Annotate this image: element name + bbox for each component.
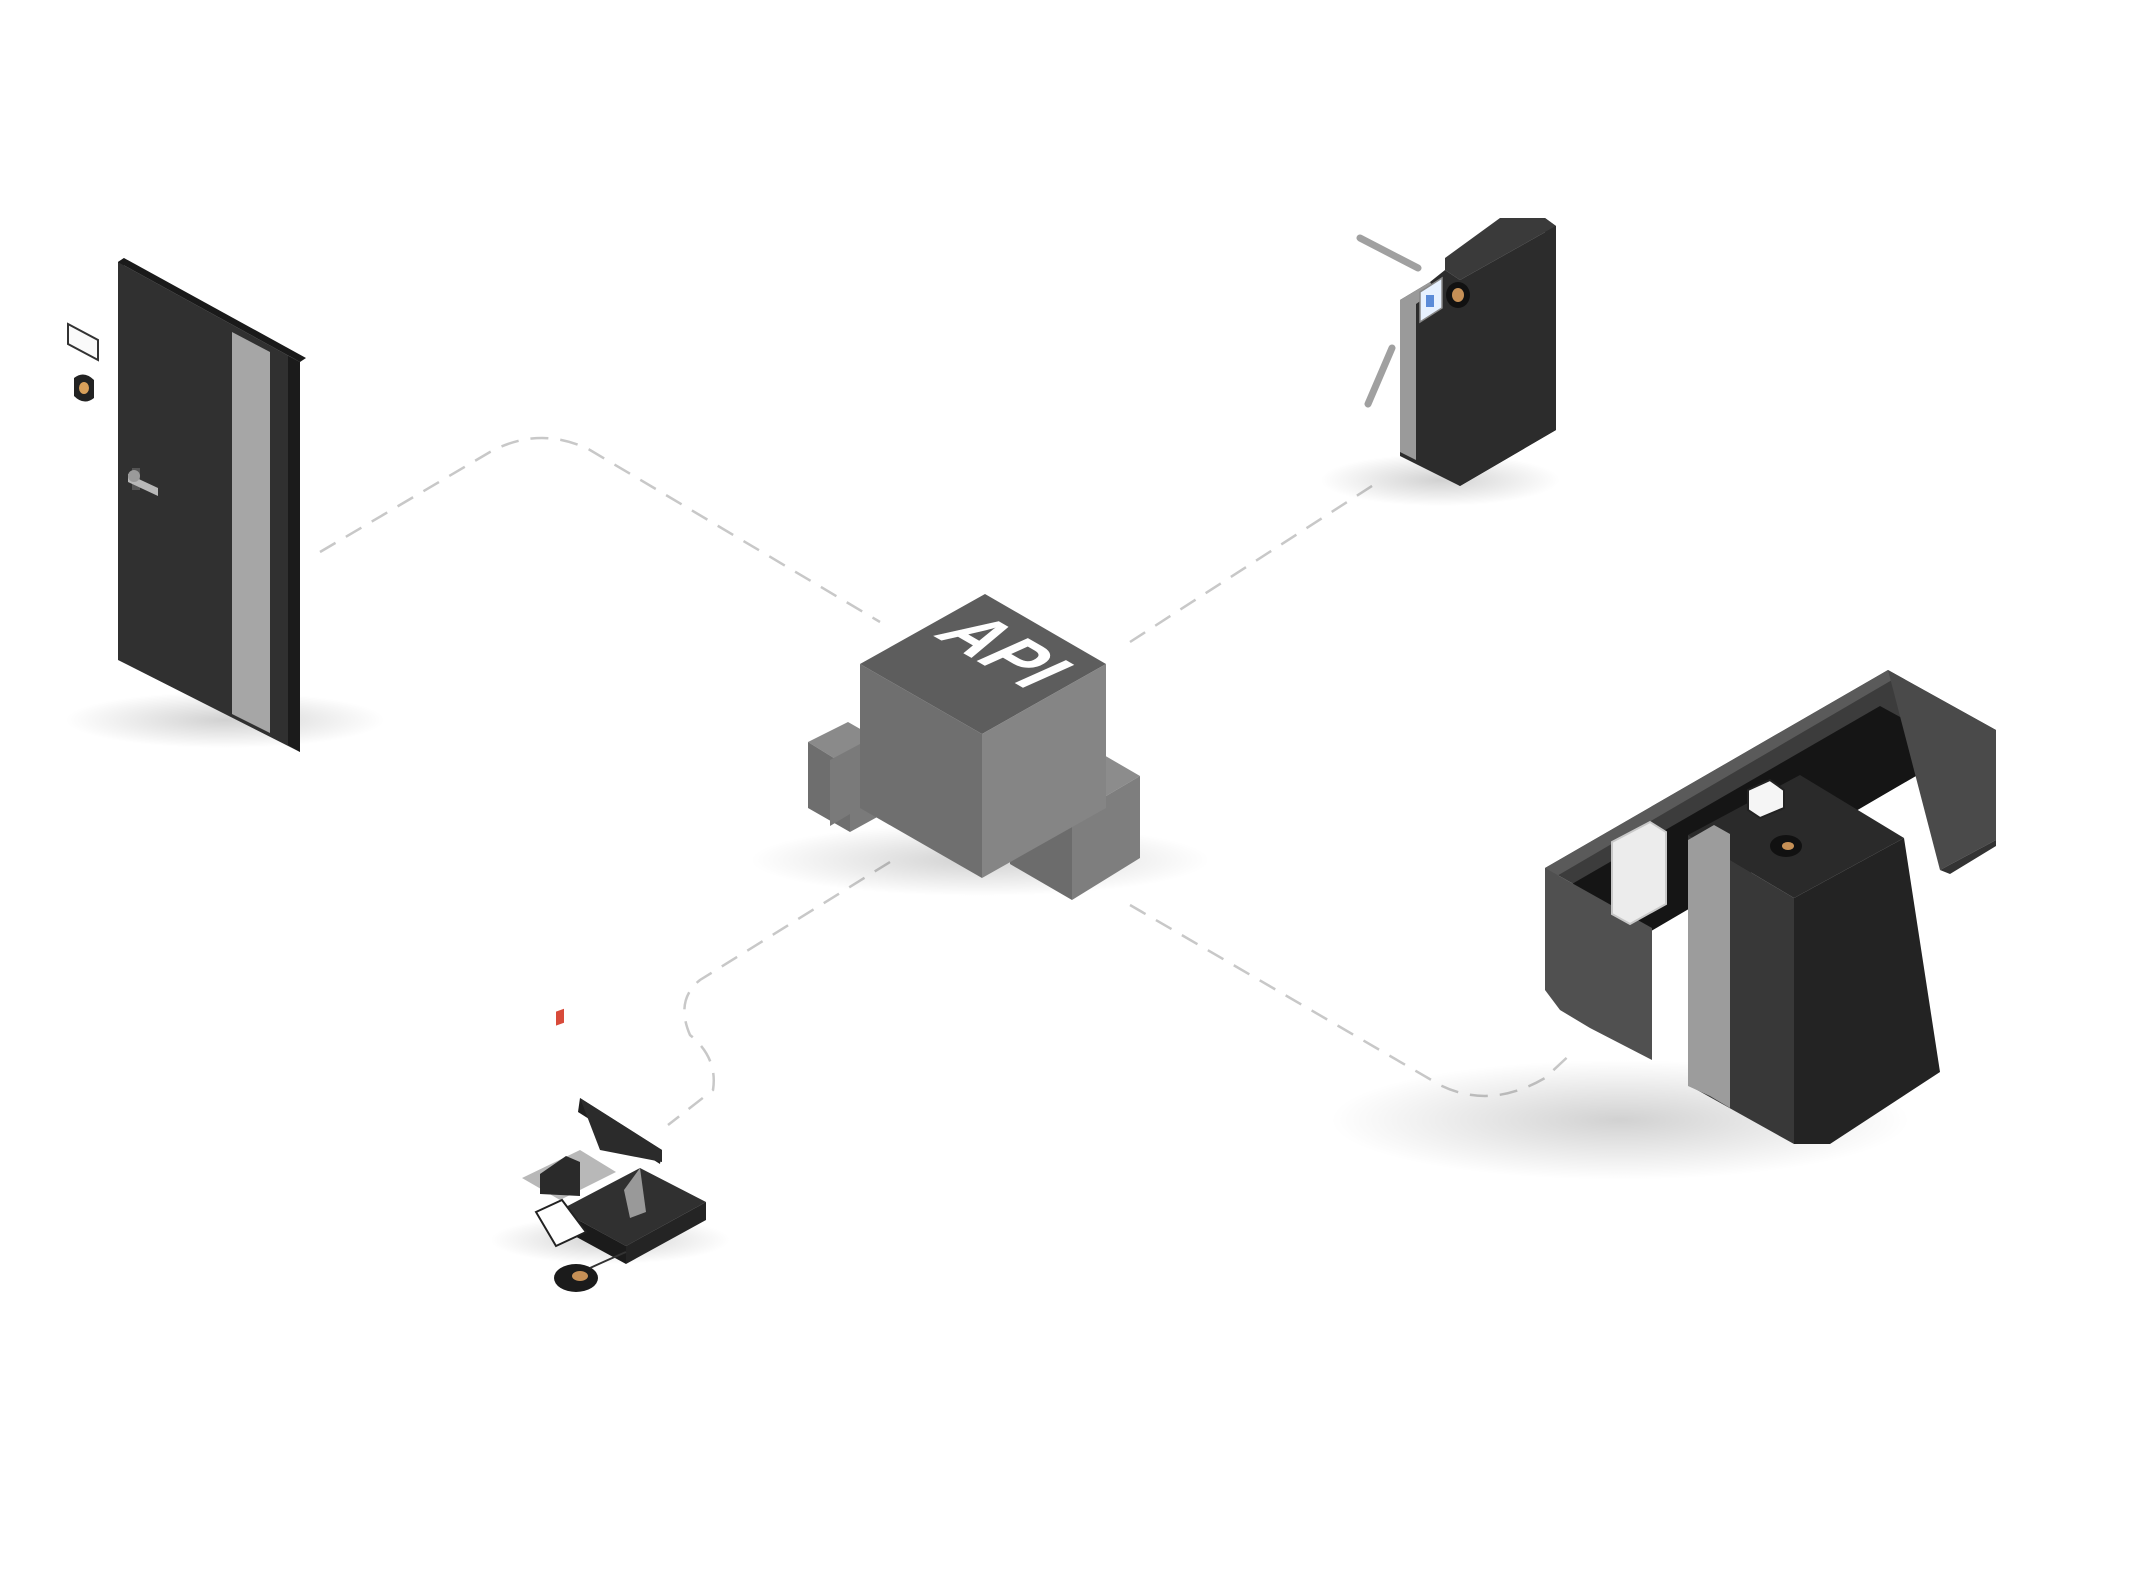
api-hub-block: API	[750, 594, 1210, 900]
door-with-access-reader	[65, 258, 385, 752]
connector-pos	[667, 860, 891, 1126]
point-of-sale-terminal	[490, 1008, 730, 1292]
checkout-counter	[1330, 670, 1996, 1180]
connector-turnstile	[1129, 482, 1376, 644]
wall-card-reader	[67, 322, 99, 402]
door-handle	[128, 468, 158, 496]
connector-door	[319, 436, 881, 624]
tripod-turnstile	[1320, 218, 1560, 506]
